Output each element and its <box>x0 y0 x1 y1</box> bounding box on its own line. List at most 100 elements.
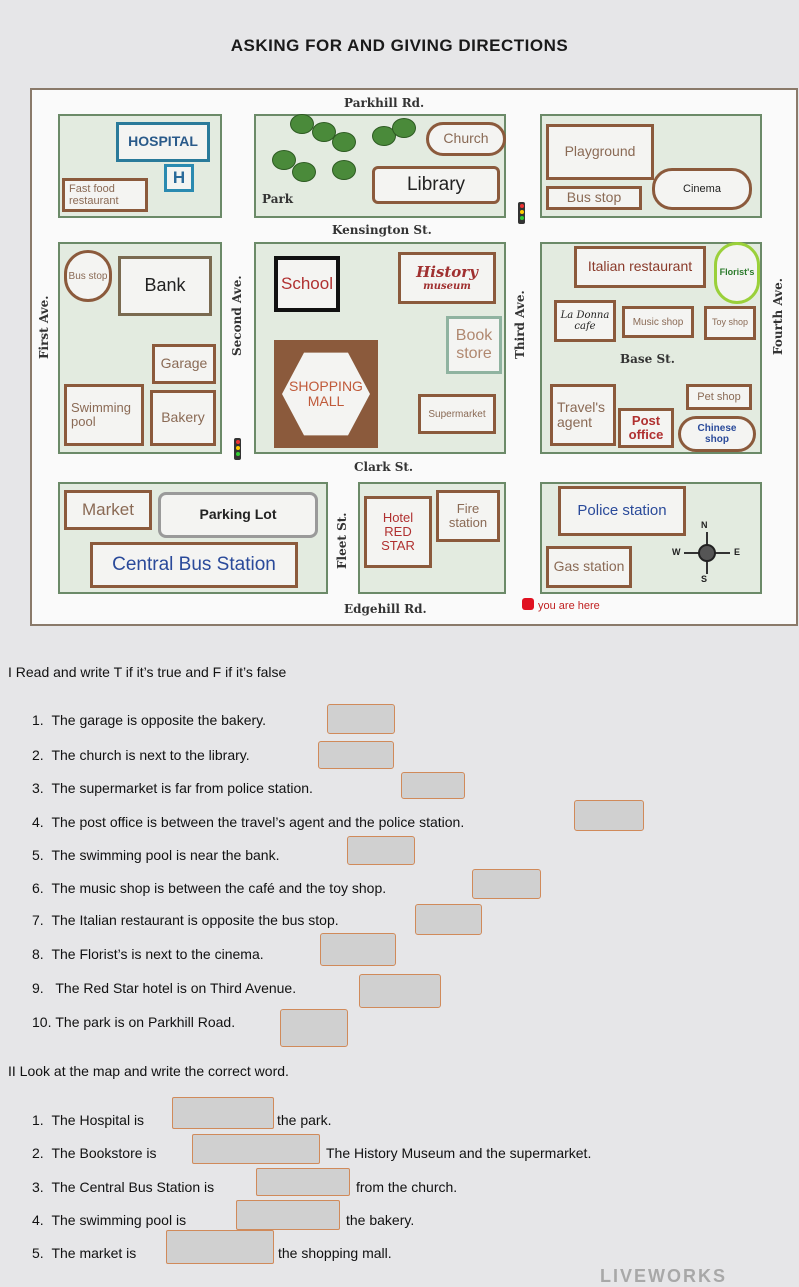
list-item: 7. The Italian restaurant is opposite th… <box>32 912 339 928</box>
section1-heading: I Read and write T if it’s true and F if… <box>8 664 287 680</box>
answer-box-3[interactable] <box>401 772 465 799</box>
post-office: Post office <box>618 408 674 448</box>
list-item-after: the park. <box>277 1112 332 1128</box>
school: School <box>274 256 340 312</box>
bus-stop-left: Bus stop <box>64 250 112 302</box>
list-item: 4. The post office is between the travel… <box>32 814 465 830</box>
street-base: Base St. <box>620 352 675 366</box>
book-label: Book <box>455 327 493 345</box>
chinese-label: Chinese <box>697 423 737 434</box>
city-map: Parkhill Rd. Kensington St. Base St. Cla… <box>30 88 798 626</box>
street-clark: Clark St. <box>354 460 414 474</box>
list-item: 1. The Hospital is <box>32 1112 145 1128</box>
answer-box-9[interactable] <box>359 974 441 1008</box>
list-item: 3. The Central Bus Station is <box>32 1179 215 1195</box>
la-donna-cafe: La Donna cafe <box>554 300 616 342</box>
street-kensington: Kensington St. <box>332 223 432 237</box>
chinese-shop: Chinese shop <box>678 416 756 452</box>
agent-label: agent <box>557 414 593 430</box>
shopping-mall: SHOPPING MALL <box>282 352 370 436</box>
police-station: Police station <box>558 486 686 536</box>
answer-blank-2[interactable] <box>192 1134 320 1164</box>
answer-blank-4[interactable] <box>236 1200 340 1230</box>
list-item: 8. The Florist’s is next to the cinema. <box>32 946 264 962</box>
list-item: 3. The supermarket is far from police st… <box>32 780 313 796</box>
street-fourth: Fourth Ave. <box>771 278 785 355</box>
answer-box-8[interactable] <box>320 933 396 966</box>
street-third: Third Ave. <box>513 290 527 359</box>
bus-stop-top: Bus stop <box>546 186 642 210</box>
list-item: 2. The church is next to the library. <box>32 747 250 763</box>
street-parkhill: Parkhill Rd. <box>344 96 425 110</box>
bookstore: Book store <box>446 316 502 374</box>
mall-label: MALL <box>307 393 345 409</box>
answer-blank-5[interactable] <box>166 1230 274 1264</box>
music-shop: Music shop <box>622 306 694 338</box>
watermark-logo: LIVEWORKS <box>600 1266 728 1286</box>
office-label: office <box>628 427 664 442</box>
shopping-mall-frame: SHOPPING MALL <box>274 340 378 448</box>
library: Library <box>372 166 500 204</box>
pet-shop: Pet shop <box>686 384 752 410</box>
answer-box-4[interactable] <box>574 800 644 831</box>
answer-blank-1[interactable] <box>172 1097 274 1129</box>
traffic-light-icon <box>518 202 525 224</box>
you-are-here-label: you are here <box>538 600 600 612</box>
answer-box-6[interactable] <box>472 869 541 899</box>
you-are-here-marker-icon <box>522 598 534 610</box>
list-item: 4. The swimming pool is <box>32 1212 187 1228</box>
gas-station: Gas station <box>546 546 632 588</box>
hotel-label: Hotel <box>382 509 414 525</box>
supermarket: Supermarket <box>418 394 496 434</box>
history-label: History <box>416 263 478 282</box>
shopping-label: SHOPPING <box>289 377 363 394</box>
hospital-h: H <box>164 164 194 192</box>
hotel-red-star: Hotel RED STAR <box>364 496 432 568</box>
list-item: 2. The Bookstore is <box>32 1145 157 1161</box>
playground: Playground <box>546 124 654 180</box>
garage: Garage <box>152 344 216 384</box>
florists: Florist's <box>714 242 760 304</box>
answer-blank-3[interactable] <box>256 1168 350 1196</box>
compass-icon: N S W E <box>672 520 741 584</box>
star-label: STAR <box>381 538 415 554</box>
hospital: HOSPITAL <box>116 122 210 162</box>
shop-label: shop <box>705 434 729 445</box>
travels-agent: Travel's agent <box>550 384 616 446</box>
answer-box-2[interactable] <box>318 741 394 769</box>
swimming-pool: Swimming pool <box>64 384 144 446</box>
list-item: 10. The park is on Parkhill Road. <box>32 1014 236 1030</box>
parking-lot: Parking Lot <box>158 492 318 538</box>
la-donna-label: La Donna <box>560 310 610 321</box>
red-label: RED <box>384 523 412 539</box>
cinema: Cinema <box>652 168 752 210</box>
answer-box-1[interactable] <box>327 704 395 734</box>
market: Market <box>64 490 152 530</box>
answer-box-10[interactable] <box>280 1009 348 1047</box>
church: Church <box>426 122 506 156</box>
list-item-after: from the church. <box>356 1179 458 1195</box>
store-label: store <box>456 345 492 362</box>
street-second: Second Ave. <box>230 275 244 356</box>
bank: Bank <box>118 256 212 316</box>
street-edgehill: Edgehill Rd. <box>344 602 427 616</box>
travels-label: Travel's <box>557 398 606 415</box>
list-item: 5. The swimming pool is near the bank. <box>32 847 280 863</box>
fast-food-restaurant: Fast food restaurant <box>62 178 148 212</box>
answer-box-5[interactable] <box>347 836 415 865</box>
page-title: ASKING FOR AND GIVING DIRECTIONS <box>230 36 569 55</box>
list-item-after: the shopping mall. <box>278 1245 392 1261</box>
list-item: 5. The market is <box>32 1245 137 1261</box>
street-fleet: Fleet St. <box>335 512 349 569</box>
italian-restaurant: Italian restaurant <box>574 246 706 288</box>
list-item: 9. The Red Star hotel is on Third Avenue… <box>32 980 297 996</box>
bakery: Bakery <box>150 390 216 446</box>
section2-heading: II Look at the map and write the correct… <box>8 1063 289 1079</box>
toy-shop: Toy shop <box>704 306 756 340</box>
fire-label: Fire <box>456 500 480 516</box>
answer-box-7[interactable] <box>415 904 482 935</box>
museum-label: museum <box>423 280 471 292</box>
history-museum: History museum <box>398 252 496 304</box>
cafe-label: cafe <box>574 321 596 332</box>
station-label: station <box>448 515 488 530</box>
